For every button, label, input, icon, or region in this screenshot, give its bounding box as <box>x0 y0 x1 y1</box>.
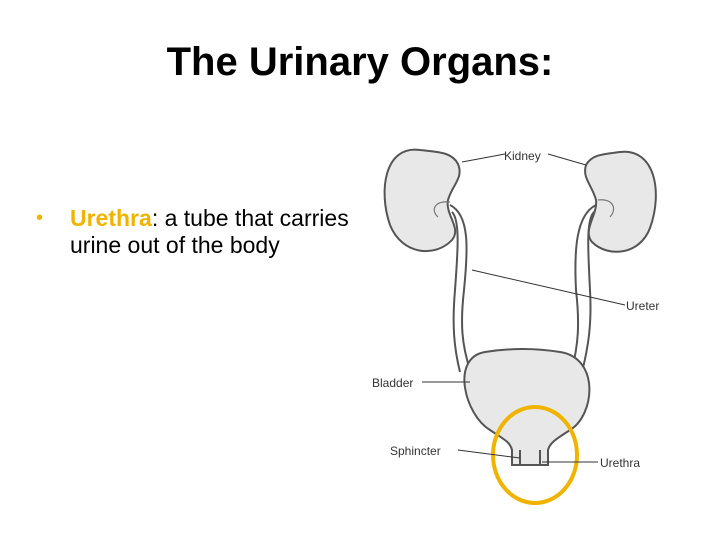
left-ureter <box>449 204 471 371</box>
label-sphincter: Sphincter <box>390 444 441 458</box>
bullet-marker: • <box>36 207 44 229</box>
right-kidney <box>584 150 657 253</box>
slide-title: The Urinary Organs: <box>166 40 554 84</box>
label-urethra: Urethra <box>600 456 640 470</box>
right-ureter <box>571 204 597 371</box>
bullet-text: Urethra: a tube that carries urine out o… <box>70 205 356 259</box>
label-bladder: Bladder <box>372 376 413 390</box>
label-ureter: Ureter <box>626 299 659 313</box>
left-kidney <box>383 148 461 253</box>
bullet-description: : a tube that carries urine out of the b… <box>70 205 349 258</box>
urinary-system-diagram: Kidney Ureter Bladder Sphincter Urethra <box>372 148 659 505</box>
bullet-term: Urethra <box>70 205 152 231</box>
bullet-point: • Urethra: a tube that carries urine out… <box>36 205 356 259</box>
label-kidney: Kidney <box>504 149 541 163</box>
